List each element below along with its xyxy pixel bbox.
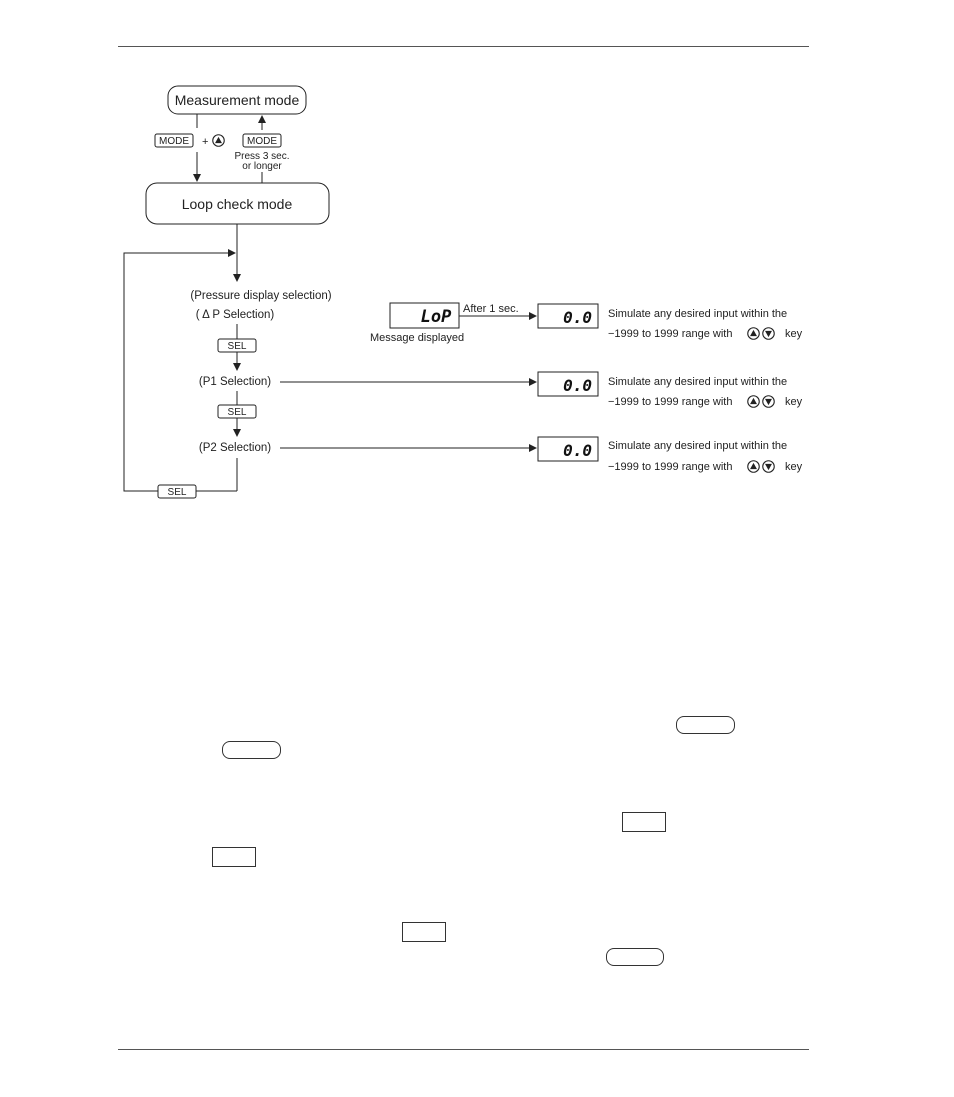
pressure-display-selection-label: (Pressure display selection) xyxy=(190,290,331,302)
dp-selection-label: ( Δ P Selection) xyxy=(196,309,275,321)
measurement-mode-label: Measurement mode xyxy=(175,92,300,108)
svg-text:SEL: SEL xyxy=(228,341,247,352)
mode-key-left: MODE xyxy=(154,133,194,148)
loop-check-flow-diagram: Measurement mode MODE + MODE Press 3 sec… xyxy=(123,85,803,499)
svg-text:MODE: MODE xyxy=(247,136,277,147)
svg-text:SEL: SEL xyxy=(168,487,187,498)
p2-selection-label: (P2 Selection) xyxy=(199,442,271,454)
simulate-text-p1-2: −1999 to 1999 range with xyxy=(608,396,732,408)
down-key-icon xyxy=(762,395,775,408)
mode-key-right: MODE xyxy=(242,133,282,148)
key-word: key xyxy=(785,461,803,473)
down-key-icon xyxy=(762,460,775,473)
down-key-icon xyxy=(762,327,775,340)
after-1-sec-label: After 1 sec. xyxy=(463,303,519,315)
plus-sign: + xyxy=(202,136,208,148)
display-p1: 0.0 xyxy=(537,371,599,397)
sel-key-1: SEL xyxy=(217,338,257,353)
measurement-mode-box: Measurement mode xyxy=(167,85,307,115)
svg-text:0.0: 0.0 xyxy=(563,441,592,460)
top-rule xyxy=(118,46,809,47)
display-p2: 0.0 xyxy=(537,436,599,462)
loop-check-mode-box: Loop check mode xyxy=(145,182,330,225)
loop-back-arrow xyxy=(123,249,236,492)
up-key-icon xyxy=(747,395,760,408)
svg-text:LoP: LoP xyxy=(421,307,452,327)
simulate-text-dp-2: −1999 to 1999 range with xyxy=(608,328,732,340)
key-outline-1 xyxy=(676,716,735,734)
p1-selection-label: (P1 Selection) xyxy=(199,376,271,388)
simulate-text-p2-1: Simulate any desired input within the xyxy=(608,440,787,452)
message-displayed-label: Message displayed xyxy=(370,332,464,344)
sel-key-2: SEL xyxy=(217,404,257,419)
key-outline-5 xyxy=(402,922,446,942)
loop-check-mode-label: Loop check mode xyxy=(182,196,293,212)
key-outline-2 xyxy=(222,741,281,759)
simulate-text-p2-2: −1999 to 1999 range with xyxy=(608,461,732,473)
svg-text:0.0: 0.0 xyxy=(563,376,592,395)
svg-text:SEL: SEL xyxy=(228,407,247,418)
key-outline-3 xyxy=(622,812,666,832)
lop-display: LoP xyxy=(389,302,460,329)
up-key-icon xyxy=(747,327,760,340)
svg-text:0.0: 0.0 xyxy=(563,308,592,327)
simulate-text-p1-1: Simulate any desired input within the xyxy=(608,376,787,388)
or-longer-text: or longer xyxy=(242,161,282,172)
up-key-icon xyxy=(747,460,760,473)
key-outline-6 xyxy=(606,948,664,966)
svg-text:MODE: MODE xyxy=(159,136,189,147)
key-word: key xyxy=(785,328,803,340)
sel-key-3: SEL xyxy=(157,484,197,499)
up-key-icon xyxy=(212,134,225,147)
simulate-text-dp-1: Simulate any desired input within the xyxy=(608,308,787,320)
bottom-rule xyxy=(118,1049,809,1050)
display-dp: 0.0 xyxy=(537,303,599,329)
press-3-sec-text: Press 3 sec. xyxy=(234,151,289,162)
key-outline-4 xyxy=(212,847,256,867)
key-word: key xyxy=(785,396,803,408)
